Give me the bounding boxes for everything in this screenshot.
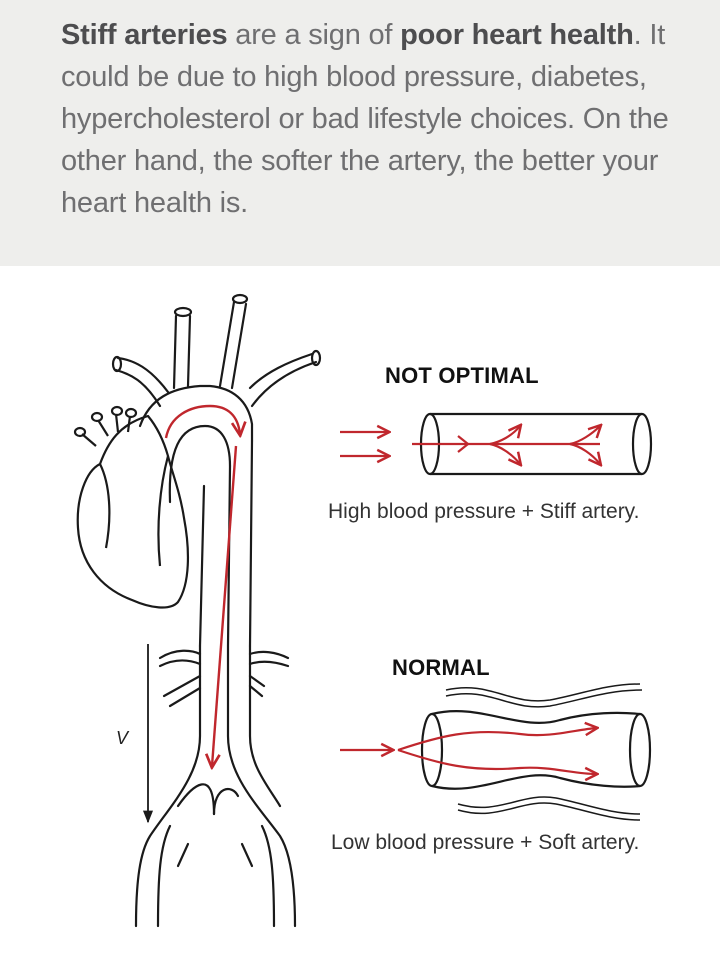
artery-illustration: V NOT OPTIMAL High blood pressure + Stif… (0, 266, 720, 957)
not-optimal-title: NOT OPTIMAL (385, 363, 539, 388)
normal-title: NORMAL (392, 655, 490, 680)
velocity-label: V (116, 728, 129, 748)
heart-icon (73, 405, 190, 609)
blood-flow-arrow (164, 404, 240, 438)
intro-text-2: . It could be due to high blood pressure… (61, 19, 669, 219)
intro-panel: Stiff arteries are a sign of poor heart … (0, 0, 720, 266)
aorta-outline (111, 293, 322, 928)
normal-caption: Low blood pressure + Soft artery. (331, 831, 640, 854)
artery-diagram-svg (73, 293, 653, 928)
intro-text-1: are a sign of (227, 19, 401, 51)
intro-paragraph: Stiff arteries are a sign of poor heart … (61, 14, 681, 224)
intro-highlight-poor-heart-health: poor heart health (400, 19, 634, 51)
descending-flow-arrow (212, 445, 238, 766)
stiff-artery-icon (340, 412, 653, 476)
not-optimal-caption: High blood pressure + Stiff artery. (328, 500, 640, 523)
soft-artery-icon (340, 683, 652, 821)
intro-highlight-stiff-arteries: Stiff arteries (61, 19, 228, 51)
